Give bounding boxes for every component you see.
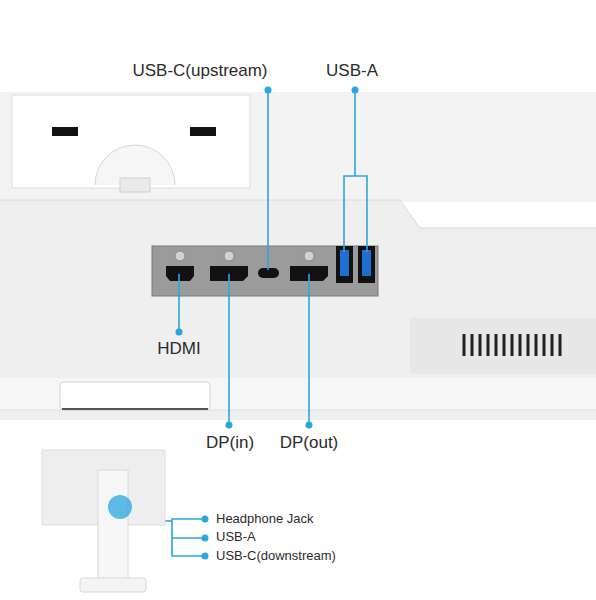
vent-slot — [511, 334, 514, 356]
vesa-plate — [12, 95, 250, 188]
screw — [224, 251, 234, 261]
vent-slot — [479, 334, 482, 356]
leader-dot — [352, 87, 359, 94]
port-label: Headphone Jack — [216, 511, 314, 527]
vent-slot — [487, 334, 490, 356]
port-label: USB-A — [326, 61, 378, 81]
inset-stand-neck — [98, 470, 128, 582]
body-edge — [0, 200, 596, 228]
usb-a-insert — [362, 250, 371, 276]
port-label: USB-C(upstream) — [132, 61, 267, 81]
leader-dot — [265, 87, 272, 94]
vent-slots — [464, 334, 560, 356]
inset-monitor — [42, 450, 165, 592]
vent-slot — [463, 334, 466, 356]
vent-slot — [527, 334, 530, 356]
usb-a-insert — [340, 250, 349, 276]
vent-slot — [503, 334, 506, 356]
port-label: USB-A — [216, 529, 256, 545]
hdmi-port — [166, 266, 194, 281]
port-panel — [152, 246, 378, 296]
leader-dot — [176, 329, 183, 336]
leader-dot — [202, 553, 209, 560]
vent-slot — [543, 334, 546, 356]
vent-slot — [495, 334, 498, 356]
monitor-back-upper — [0, 92, 596, 202]
screw — [304, 251, 314, 261]
screw — [175, 251, 185, 261]
plate-tab — [120, 178, 150, 192]
vent-slot — [519, 334, 522, 356]
leader-line — [228, 274, 230, 425]
leader-line — [178, 274, 180, 332]
plate-slot — [190, 127, 216, 136]
stand-base — [60, 382, 210, 410]
leader-line — [308, 274, 310, 425]
plate-slot — [52, 127, 78, 136]
leader-dots — [176, 87, 359, 560]
body-bottom-lip — [0, 378, 596, 410]
leader-dot — [306, 422, 313, 429]
monitor-body — [0, 200, 596, 420]
leader-line — [267, 90, 269, 270]
vent-slot — [535, 334, 538, 356]
leader-line — [354, 90, 356, 176]
port-label: DP(in) — [206, 433, 254, 453]
leader-dot — [202, 516, 209, 523]
port-label: HDMI — [157, 339, 200, 359]
port-label: DP(out) — [280, 433, 339, 453]
leader-line — [172, 537, 205, 539]
vent-slot — [551, 334, 554, 356]
vent-panel — [410, 318, 596, 374]
leader-lines — [148, 90, 367, 556]
stand-shadow — [62, 408, 208, 410]
leader-dot — [202, 535, 209, 542]
inset-port-highlight — [108, 495, 132, 519]
leader-bracket — [172, 519, 205, 556]
port-label: USB-C(downstream) — [216, 548, 336, 564]
leader-dot — [226, 422, 233, 429]
leader-bracket — [344, 176, 367, 252]
vent-slot — [471, 334, 474, 356]
vent-slot — [559, 334, 562, 356]
inset-stand-base — [80, 578, 146, 592]
